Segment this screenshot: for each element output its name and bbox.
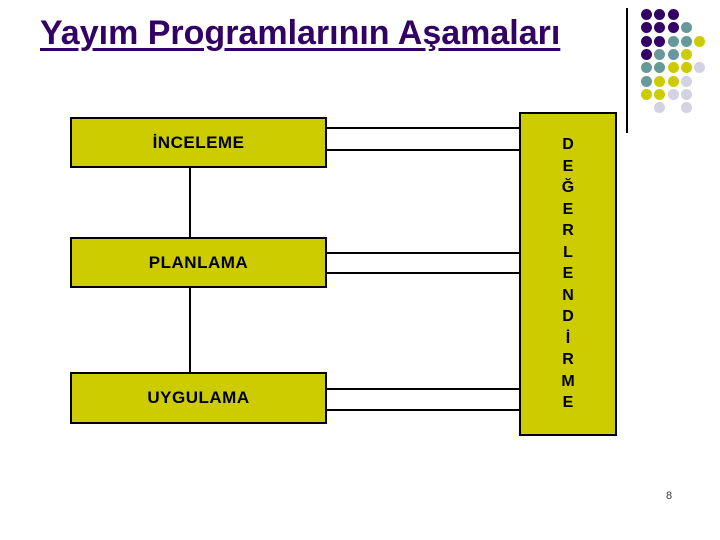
evaluation-letter: N [562,286,574,304]
decorative-dot [641,9,652,20]
decorative-dot [654,48,666,60]
horizontal-connector-stage1-bottom [327,149,519,151]
decorative-dot [667,88,679,100]
decorative-dot [654,88,666,100]
evaluation-letter: R [562,222,574,240]
decorative-dot [694,62,706,74]
evaluation-letter: E [562,200,574,218]
decorative-dot [654,75,666,87]
decorative-dot [667,22,679,34]
decorative-dot [680,88,692,100]
stage-label: UYGULAMA [147,388,250,407]
decorative-dot [680,75,692,87]
decorative-dot [680,62,692,74]
horizontal-connector-stage3-top [327,388,519,390]
stage-box-planlama: PLANLAMA [70,237,327,288]
decorative-dot [680,102,692,114]
decorative-dot [641,88,652,100]
decorative-dot [680,48,692,60]
decorative-dot [654,102,666,114]
evaluation-letter: R [562,351,574,369]
decorative-dot [641,22,652,34]
page-number: 8 [666,490,673,502]
stage-label: İNCELEME [152,132,245,152]
decorative-dot [667,62,679,74]
decorative-dot [654,22,666,34]
horizontal-connector-stage2-bottom [327,272,519,274]
decorative-dot [654,35,666,47]
decorative-vertical-line [626,8,628,133]
evaluation-letter: E [562,394,574,412]
decorative-dot [641,35,652,47]
decorative-dot [654,62,666,74]
stage-label: PLANLAMA [148,252,249,272]
decorative-dot [667,35,679,47]
evaluation-letter: E [562,157,574,175]
horizontal-connector-stage3-bottom [327,409,519,411]
decorative-dot [680,35,692,47]
vertical-connector-stage2-stage3 [189,287,191,372]
decorative-dot [641,75,652,87]
decorative-dot [680,22,692,34]
decorative-dot [667,75,679,87]
evaluation-letter: L [563,243,573,261]
evaluation-letter: E [562,265,574,283]
evaluation-letter: İ [565,329,571,347]
vertical-connector-stage1-stage2 [189,167,191,237]
evaluation-letter: Ğ [561,179,575,197]
evaluation-letter: D [562,136,574,154]
decorative-dot [667,9,679,20]
decorative-dot [641,48,652,60]
decorative-dot [654,9,666,20]
stage-box-inceleme: İNCELEME [70,117,327,168]
decorative-dot [667,48,679,60]
dots-decoration [641,9,713,121]
stage-box-uygulama: UYGULAMA [70,372,327,424]
decorative-dot [641,62,652,74]
slide-title: Yayım Programlarının Aşamaları [40,14,561,52]
evaluation-letter: D [562,308,574,326]
decorative-dot [694,35,706,47]
horizontal-connector-stage1-top [327,127,519,129]
horizontal-connector-stage2-top [327,252,519,254]
evaluation-letter: M [561,372,575,390]
